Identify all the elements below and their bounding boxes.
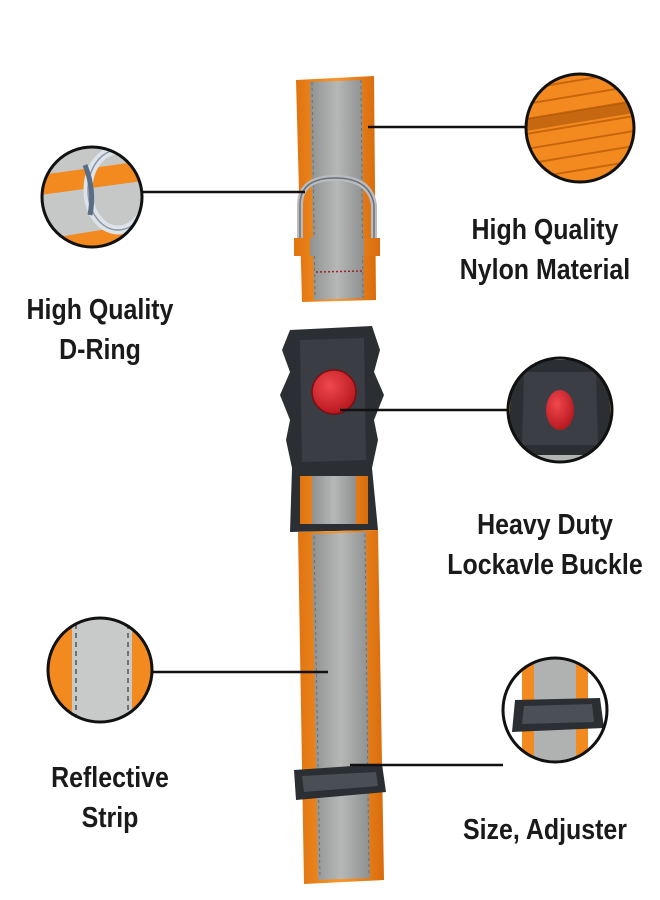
buckle-closeup-icon bbox=[506, 356, 614, 464]
reflective-strip-closeup-icon bbox=[46, 616, 154, 724]
d-ring-closeup-icon bbox=[40, 145, 144, 249]
d-ring-label-line-2: D-Ring bbox=[59, 334, 141, 366]
buckle-label-line-1: Heavy Duty bbox=[477, 509, 613, 541]
collar-strap bbox=[280, 76, 386, 884]
reflective-label-line-2: Strip bbox=[81, 802, 139, 834]
nylon-label-line-2: Nylon Material bbox=[459, 254, 631, 286]
slide-adjuster bbox=[294, 764, 386, 800]
nylon-closeup-icon bbox=[524, 72, 636, 184]
reflective-label-line-1: Reflective bbox=[51, 762, 169, 794]
nylon-material-label: High Quality Nylon Material bbox=[446, 210, 644, 290]
side-release-buckle bbox=[280, 326, 384, 532]
adjuster-closeup-icon bbox=[501, 656, 609, 764]
d-ring-label: High Quality D-Ring bbox=[14, 290, 186, 370]
buckle-label: Heavy Duty Lockavle Buckle bbox=[438, 505, 653, 585]
buckle-release-button bbox=[312, 370, 356, 414]
d-ring-label-line-1: High Quality bbox=[26, 294, 174, 326]
size-adjuster-label: Size, Adjuster bbox=[446, 810, 644, 850]
adjuster-label-line-1: Size, Adjuster bbox=[462, 814, 627, 846]
lower-strap-segment bbox=[298, 530, 384, 884]
reflective-strip-label: Reflective Strip bbox=[24, 758, 196, 838]
callout-lines bbox=[142, 125, 528, 767]
nylon-label-line-1: High Quality bbox=[471, 214, 619, 246]
buckle-label-line-2: Lockavle Buckle bbox=[447, 549, 643, 581]
